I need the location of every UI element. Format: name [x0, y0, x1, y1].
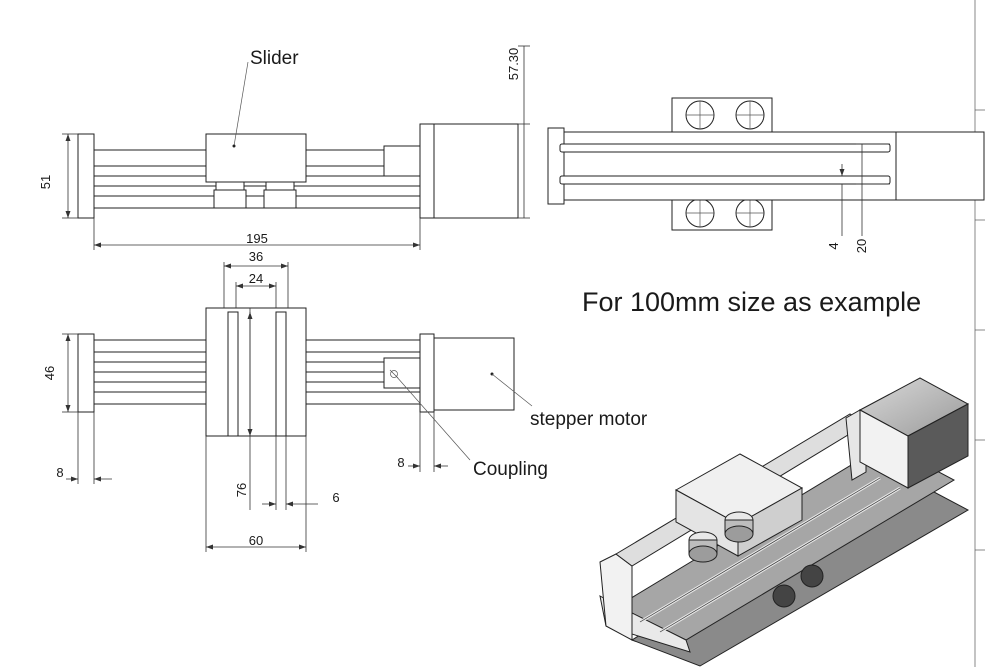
dim-slot-spacing: 20 — [854, 239, 869, 253]
dim-slider-width-inner: 24 — [249, 271, 263, 286]
dim-slider-length: 76 — [234, 483, 249, 497]
dim-slider-width: 60 — [249, 533, 263, 548]
caption: For 100mm size as example — [582, 287, 921, 317]
frame-edge — [974, 0, 985, 667]
label-coupling: Coupling — [473, 459, 548, 480]
leader-slider — [233, 61, 249, 147]
side-view: 51 57.30 195 — [38, 45, 530, 250]
top-view-left: 36 24 46 8 8 76 6 60 — [42, 249, 515, 552]
dim-length-total: 195 — [246, 231, 268, 246]
isometric-view — [599, 377, 970, 667]
label-slider: Slider — [250, 48, 299, 69]
leader-stepper-motor — [491, 373, 533, 407]
dim-slider-width-outer: 36 — [249, 249, 263, 264]
label-stepper-motor: stepper motor — [530, 409, 648, 430]
dim-height-side: 51 — [38, 175, 53, 189]
dim-offset-coupling: 8 — [397, 455, 404, 470]
dim-height-motor: 57.30 — [506, 48, 521, 81]
leader-coupling — [395, 375, 471, 461]
dim-offset-left: 8 — [56, 465, 63, 480]
dim-height-top: 46 — [42, 366, 57, 380]
top-view-right: 4 20 — [547, 97, 985, 253]
dim-slot-offset: 4 — [826, 242, 841, 249]
dim-slot-width: 6 — [332, 490, 339, 505]
